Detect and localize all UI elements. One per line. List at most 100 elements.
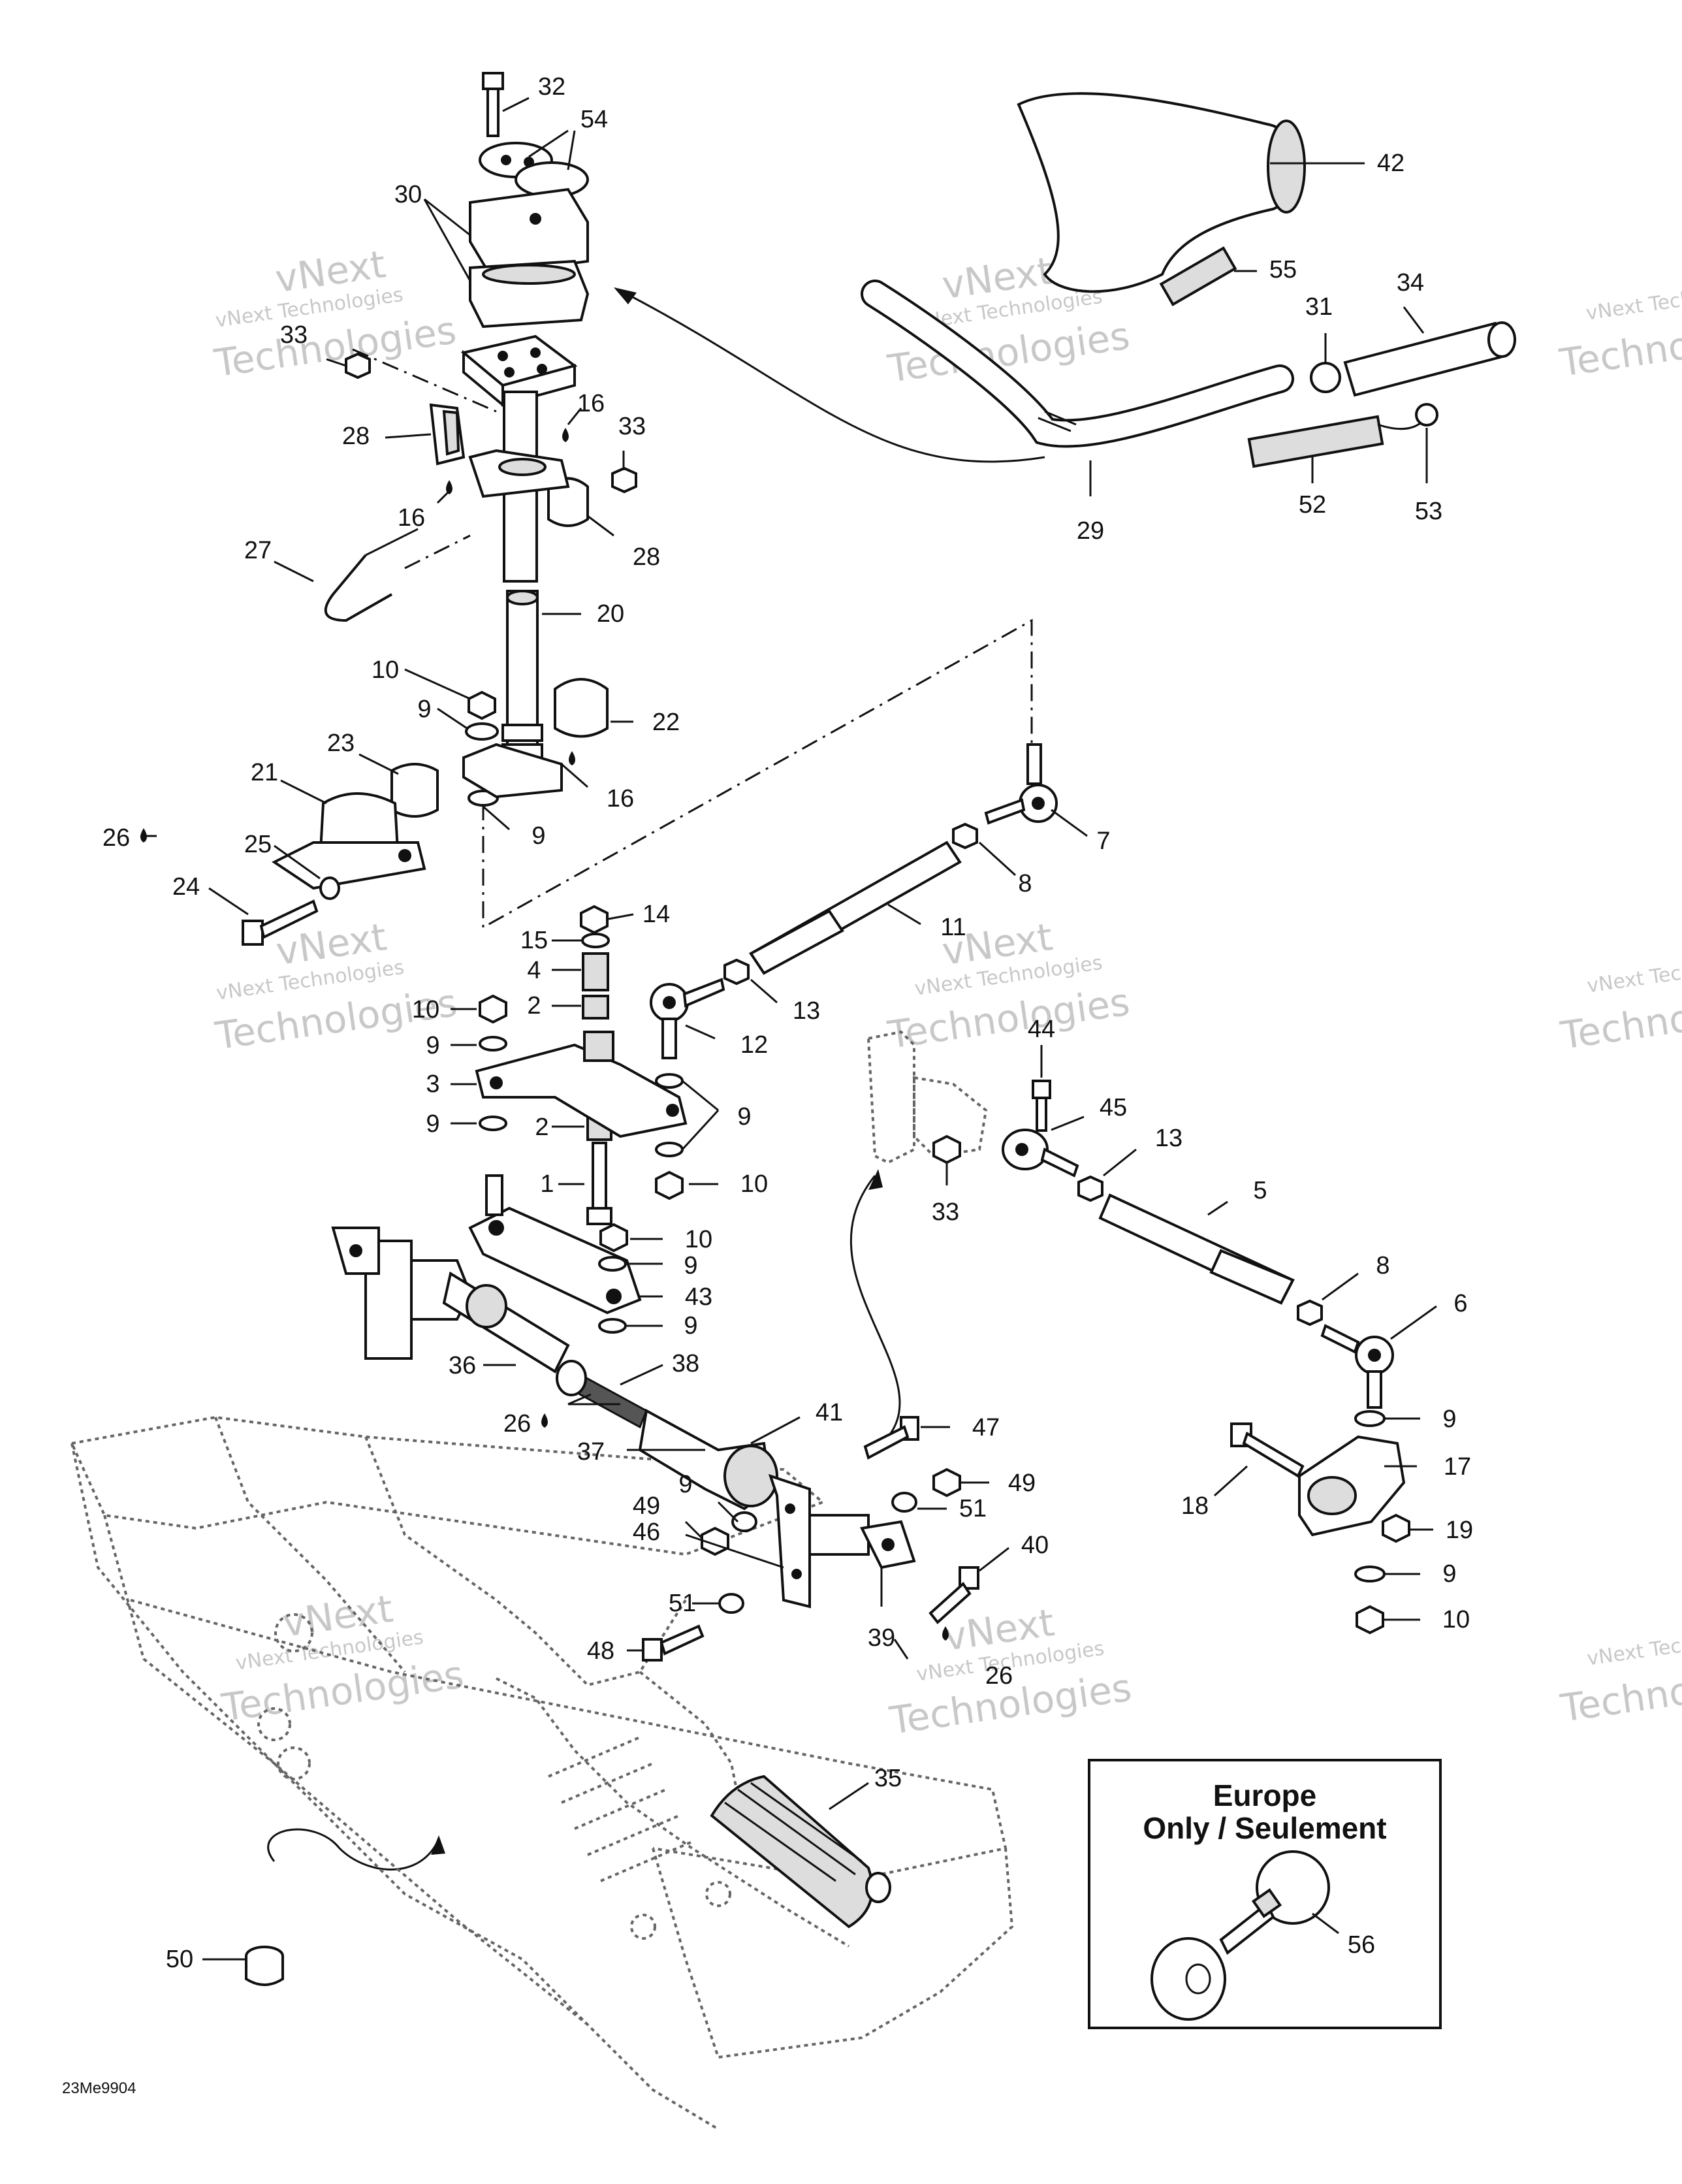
shaft-housing-41 xyxy=(638,1408,778,1511)
callout-42: 42 xyxy=(1377,150,1404,177)
europe-inset: Europe Only / Seulement 56 xyxy=(1088,1759,1442,2029)
nut-10 xyxy=(599,1223,628,1253)
arrow-head-icon xyxy=(868,1169,883,1190)
nut-10 xyxy=(655,1170,684,1200)
callout-51: 51 xyxy=(959,1495,987,1522)
nut-13 xyxy=(1077,1175,1103,1202)
callout-18: 18 xyxy=(1181,1492,1209,1520)
bushing-22 xyxy=(554,678,609,738)
bolt-40 xyxy=(928,1566,979,1624)
nut-8 xyxy=(1297,1299,1323,1326)
pitman-arm-43 xyxy=(468,1174,642,1315)
callout-8: 8 xyxy=(1018,870,1032,897)
callout-16: 16 xyxy=(577,390,605,417)
washer-15 xyxy=(581,933,610,948)
callout-10: 10 xyxy=(685,1226,712,1253)
nut-49 xyxy=(932,1468,961,1498)
callout-10: 10 xyxy=(740,1170,768,1198)
spacer-4 xyxy=(582,952,609,991)
callout-10: 10 xyxy=(412,996,439,1023)
callout-53: 53 xyxy=(1415,498,1442,525)
watermark-text: vNext Technologies xyxy=(1585,949,1682,998)
callout-9: 9 xyxy=(426,1032,439,1059)
callout-49: 49 xyxy=(633,1492,660,1520)
assembly-arrow xyxy=(267,1828,439,1871)
callout-33: 33 xyxy=(280,321,308,349)
callout-54: 54 xyxy=(580,106,608,133)
callout-33: 33 xyxy=(618,413,646,440)
nut-19 xyxy=(1382,1513,1410,1543)
u-bolt-27 xyxy=(324,528,419,622)
nut-33 xyxy=(611,466,637,494)
callout-9: 9 xyxy=(684,1252,697,1279)
callout-48: 48 xyxy=(587,1637,614,1665)
callout-28: 28 xyxy=(342,423,370,450)
chassis-frame xyxy=(70,1415,1014,2130)
clip-53 xyxy=(1377,403,1438,430)
ring-31 xyxy=(1310,362,1341,393)
washer-9 xyxy=(479,1036,507,1052)
diagram-code: 23Me9904 xyxy=(62,2080,136,2097)
washer-9 xyxy=(1354,1566,1386,1582)
arrow-head-icon xyxy=(431,1835,445,1855)
callout-29: 29 xyxy=(1077,517,1104,545)
tie-rod-end-6 xyxy=(1320,1324,1394,1409)
callout-39: 39 xyxy=(868,1624,895,1652)
grip-strap-55 xyxy=(1159,246,1237,306)
callout-24: 24 xyxy=(172,873,200,901)
callout-9: 9 xyxy=(684,1312,697,1340)
washer-51 xyxy=(718,1593,744,1614)
callout-41: 41 xyxy=(816,1399,843,1426)
callout-28: 28 xyxy=(633,543,660,571)
callout-10: 10 xyxy=(372,656,399,684)
inset-title-line2: Only / Seulement xyxy=(1143,1811,1386,1845)
callout-23: 23 xyxy=(327,730,355,757)
bolt-32 xyxy=(482,72,504,137)
callout-13: 13 xyxy=(1155,1125,1182,1152)
oil-drop-icon xyxy=(569,751,575,765)
bolt-47 xyxy=(863,1416,919,1460)
callout-46: 46 xyxy=(633,1518,660,1546)
clamp-plates-54 xyxy=(479,142,589,198)
callout-9: 9 xyxy=(532,822,545,850)
callout-1: 1 xyxy=(540,1170,554,1198)
arrow-head-icon xyxy=(614,287,637,304)
washer-51 xyxy=(891,1492,917,1513)
callout-9: 9 xyxy=(426,1110,439,1138)
bushing-23 xyxy=(390,763,439,818)
callout-34: 34 xyxy=(1397,269,1424,297)
steering-arm-17 xyxy=(1298,1435,1406,1537)
nut-33 xyxy=(932,1134,961,1164)
callout-9: 9 xyxy=(417,696,431,723)
assembly-dash-line xyxy=(352,348,497,413)
washer-9 xyxy=(655,1073,684,1089)
nut-49 xyxy=(701,1526,729,1556)
callout-43: 43 xyxy=(685,1283,712,1311)
clamp-bracket-21 xyxy=(272,792,426,890)
callout-45: 45 xyxy=(1100,1094,1127,1121)
callout-26: 26 xyxy=(503,1410,531,1437)
bolt-18 xyxy=(1230,1422,1305,1478)
callout-10: 10 xyxy=(1442,1606,1470,1633)
callout-33: 33 xyxy=(932,1198,959,1226)
column-bushing-28 xyxy=(429,403,466,466)
washer-9 xyxy=(655,1142,684,1157)
callout-9: 9 xyxy=(1442,1405,1456,1433)
assembly-dash-line xyxy=(404,534,471,570)
steering-boot-35 xyxy=(710,1774,891,1929)
bolt-1 xyxy=(586,1142,612,1225)
bolt-44 xyxy=(1032,1080,1051,1132)
column-lower-bracket xyxy=(462,743,563,799)
handlebar-29 xyxy=(861,280,1294,448)
callout-9: 9 xyxy=(678,1471,692,1498)
callout-19: 19 xyxy=(1446,1517,1473,1544)
nut-14 xyxy=(580,905,609,935)
assembly-arrow xyxy=(620,289,1045,463)
steering-lever-3 xyxy=(475,1031,688,1138)
callout-35: 35 xyxy=(874,1765,902,1792)
callout-6: 6 xyxy=(1453,1290,1467,1317)
bracket-mount xyxy=(866,1030,988,1164)
callout-8: 8 xyxy=(1376,1252,1389,1279)
assembly-arrow xyxy=(850,1175,901,1437)
callout-56: 56 xyxy=(1348,1931,1375,1959)
